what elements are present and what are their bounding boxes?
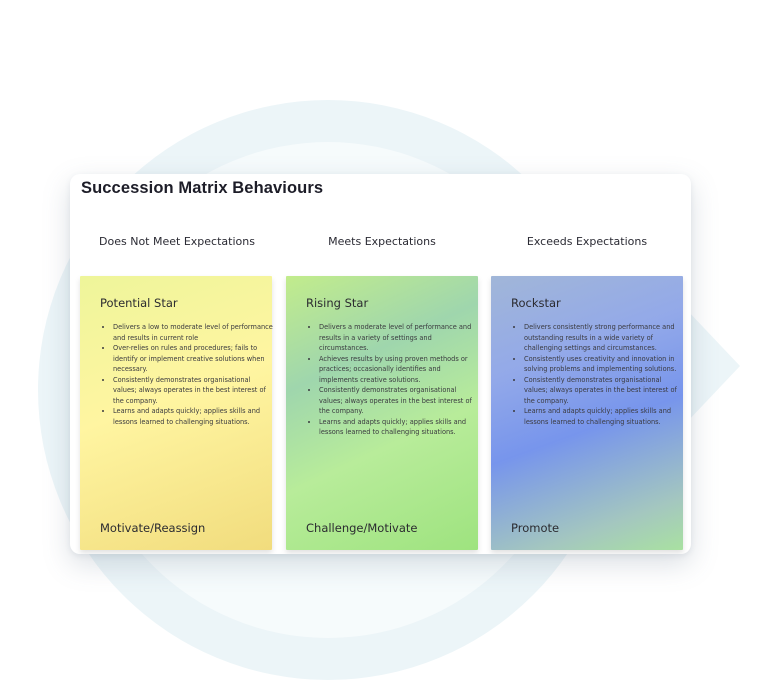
succession-matrix-card: Succession Matrix Behaviours Does Not Me… xyxy=(70,174,691,554)
behaviour-item: Over-relies on rules and procedures; fai… xyxy=(113,343,273,375)
column-header-does-not-meet: Does Not Meet Expectations xyxy=(99,235,255,248)
behaviour-item: Achieves results by using proven methods… xyxy=(319,354,479,386)
behaviour-item: Learns and adapts quickly; applies skill… xyxy=(524,406,684,427)
panel-rising-star: Rising Star Delivers a moderate level of… xyxy=(286,276,478,550)
panel-action: Promote xyxy=(511,521,560,535)
behaviour-item: Consistently demonstrates organisational… xyxy=(524,375,684,407)
panel-title: Potential Star xyxy=(100,296,178,310)
behaviour-list: Delivers a low to moderate level of perf… xyxy=(100,322,273,427)
column-header-meets: Meets Expectations xyxy=(328,235,436,248)
column-header-exceeds: Exceeds Expectations xyxy=(526,235,648,248)
panel-action: Challenge/Motivate xyxy=(306,521,418,535)
behaviour-item: Delivers a moderate level of performance… xyxy=(319,322,479,354)
behaviour-item: Delivers a low to moderate level of perf… xyxy=(113,322,273,343)
panel-rockstar: Rockstar Delivers consistently strong pe… xyxy=(491,276,683,550)
behaviour-item: Learns and adapts quickly; applies skill… xyxy=(113,406,273,427)
panel-potential-star: Potential Star Delivers a low to moderat… xyxy=(80,276,273,550)
behaviour-item: Consistently demonstrates organisational… xyxy=(113,375,273,407)
behaviour-item: Learns and adapts quickly; applies skill… xyxy=(319,417,479,438)
panel-title: Rockstar xyxy=(511,296,561,310)
behaviour-item: Delivers consistently strong performance… xyxy=(524,322,684,354)
behaviour-item: Consistently uses creativity and innovat… xyxy=(524,354,684,375)
panel-title: Rising Star xyxy=(306,296,369,310)
card-title: Succession Matrix Behaviours xyxy=(81,179,324,197)
behaviour-list: Delivers consistently strong performance… xyxy=(511,322,684,427)
panel-action: Motivate/Reassign xyxy=(100,521,206,535)
behaviour-item: Consistently demonstrates organisational… xyxy=(319,385,479,417)
behaviour-list: Delivers a moderate level of performance… xyxy=(306,322,479,438)
